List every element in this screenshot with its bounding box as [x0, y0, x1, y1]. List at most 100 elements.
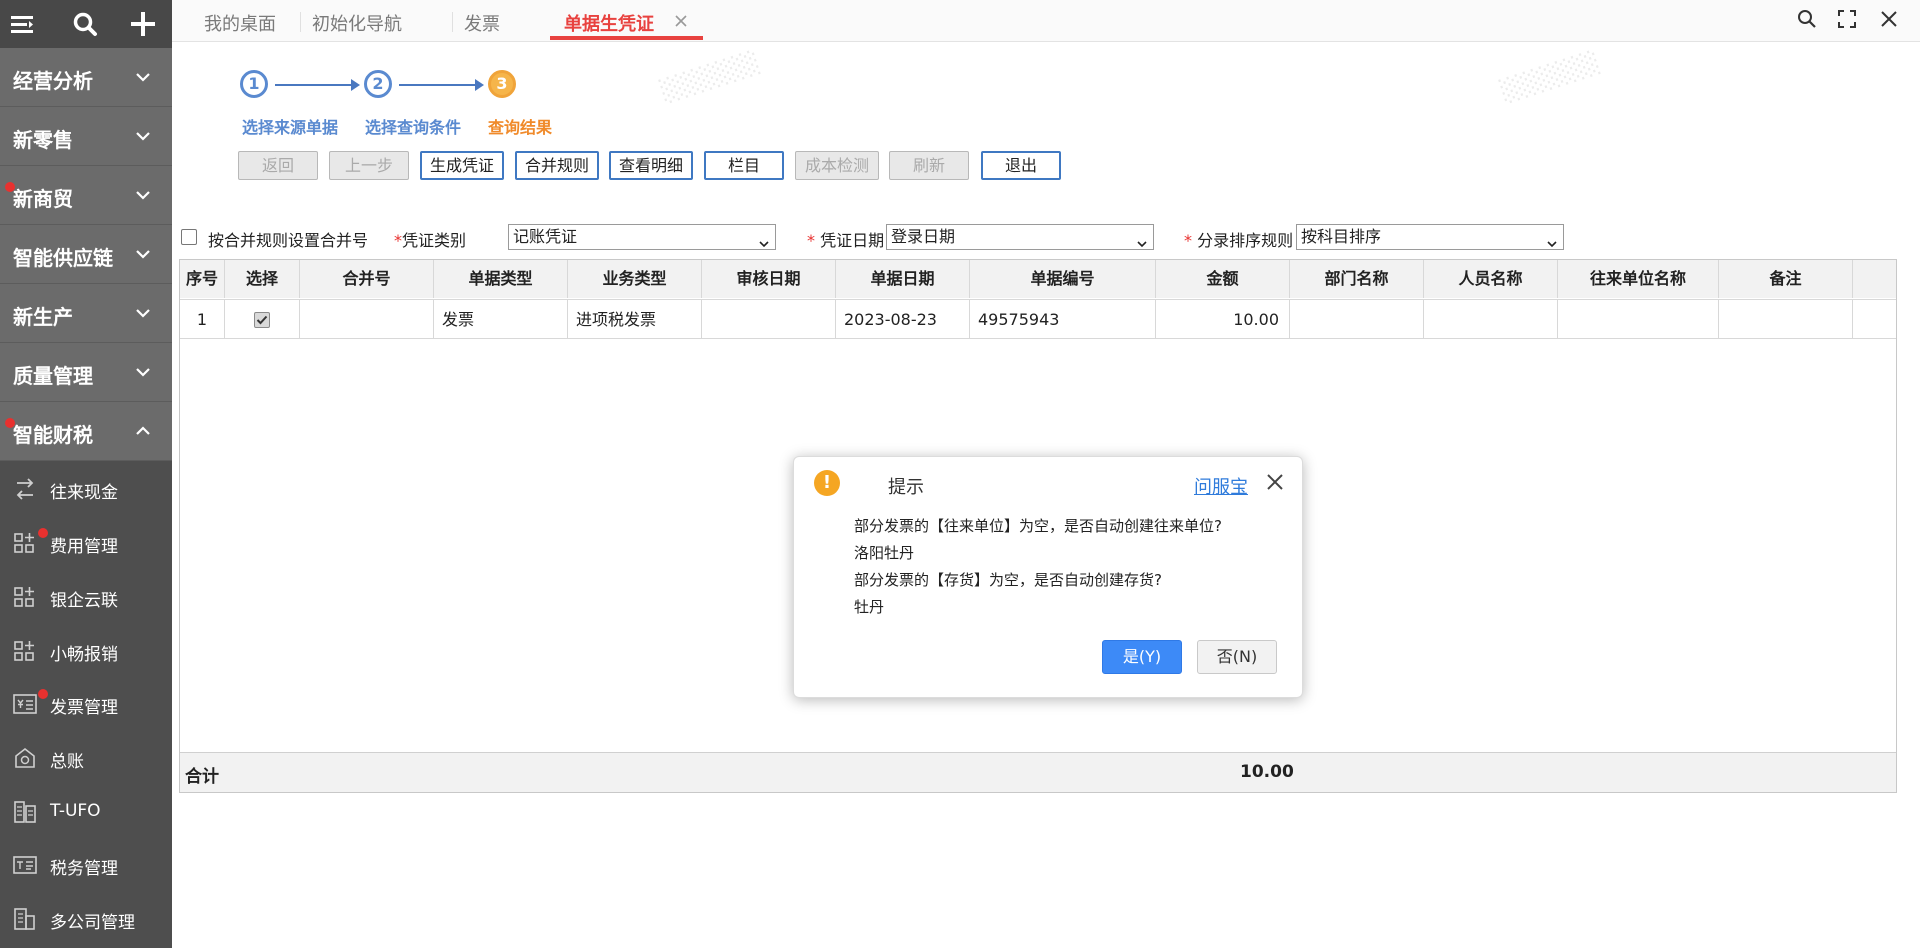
fullscreen-icon[interactable] [1836, 8, 1858, 34]
tab-bar: 我的桌面 初始化导航 发票 单据生凭证 [172, 0, 1920, 42]
col-header-merge-no: 合并号 [300, 260, 434, 298]
sort-rule-label: * 分录排序规则 [1184, 227, 1293, 251]
yes-button[interactable]: 是(Y) [1102, 640, 1182, 674]
dialog-line: 部分发票的【存货】为空，是否自动创建存货? [854, 571, 1162, 589]
help-link[interactable]: 问服宝 [1194, 477, 1248, 498]
sidebar-item-ledger[interactable]: 总账 [0, 731, 172, 785]
sidebar-item-cash[interactable]: 往来现金 [0, 462, 172, 516]
sidebar-item-invoice[interactable]: 发票管理 [0, 677, 172, 731]
col-header-doc-no: 单据编号 [970, 260, 1156, 298]
voucher-date-label: * 凭证日期 [807, 227, 884, 251]
voucher-date-value: 登录日期 [891, 227, 956, 246]
sort-rule-value: 按科目排序 [1301, 227, 1382, 246]
tax-icon [12, 853, 38, 877]
step-connector [275, 84, 352, 86]
close-icon[interactable] [1264, 471, 1286, 497]
cell-select [225, 299, 300, 339]
chevron-down-icon [133, 244, 153, 264]
merge-number-checkbox[interactable] [181, 229, 197, 245]
sidebar-category-supply-chain[interactable]: 智能供应链 [0, 225, 172, 284]
sidebar-category-production[interactable]: 新生产 [0, 284, 172, 343]
dialog-message: 部分发票的【往来单位】为空，是否自动创建往来单位? 洛阳牡丹 部分发票的【存货】… [854, 513, 1222, 621]
sidebar-category-quality[interactable]: 质量管理 [0, 343, 172, 402]
row-select-checkbox[interactable] [254, 312, 270, 328]
tab-desktop[interactable]: 我的桌面 [204, 14, 276, 35]
sort-rule-select[interactable]: 按科目排序 [1296, 224, 1564, 250]
footer-total-label: 合计 [185, 767, 219, 787]
cell-merge-no[interactable] [300, 299, 434, 339]
sidebar-item-bank[interactable]: 银企云联 [0, 570, 172, 624]
merge-number-label: 按合并规则设置合并号 [208, 231, 369, 250]
generate-voucher-button[interactable]: 生成凭证 [420, 151, 504, 180]
tab-init-nav[interactable]: 初始化导航 [312, 14, 402, 35]
sidebar-item-tufo[interactable]: T-UFO [0, 785, 172, 839]
menu-collapse-icon[interactable] [8, 9, 38, 39]
sidebar-category-retail[interactable]: 新零售 [0, 107, 172, 166]
voucher-date-select[interactable]: 登录日期 [886, 224, 1154, 250]
col-header-partner: 往来单位名称 [1558, 260, 1719, 298]
tab-divider [300, 12, 301, 32]
col-header-person: 人员名称 [1424, 260, 1558, 298]
chevron-down-icon [133, 126, 153, 146]
sidebar: 经营分析 新零售 新商贸 智能供应链 新生产 质量管理 智能财税 往来现金 费用… [0, 0, 172, 948]
voucher-type-label-text: 凭证类别 [402, 231, 467, 250]
no-button[interactable]: 否(N) [1197, 640, 1277, 674]
search-icon[interactable] [1796, 8, 1818, 34]
col-header-audit-date: 审核日期 [702, 260, 836, 298]
sidebar-category-finance-tax[interactable]: 智能财税 [0, 402, 172, 461]
sidebar-item-expense[interactable]: 费用管理 [0, 516, 172, 570]
sidebar-category-trade[interactable]: 新商贸 [0, 166, 172, 225]
step-arrow-icon [351, 79, 360, 91]
voucher-type-label: *凭证类别 [394, 227, 466, 251]
sidebar-category-label: 新零售 [13, 128, 73, 152]
sidebar-category-label: 新生产 [13, 305, 73, 329]
sidebar-category-label: 新商贸 [13, 187, 73, 211]
cost-check-button[interactable]: 成本检测 [795, 151, 879, 180]
sidebar-item-label: 总账 [50, 752, 84, 772]
search-icon[interactable] [70, 9, 100, 39]
watermark: ░░░░░░ [1498, 49, 1603, 106]
merge-rule-button[interactable]: 合并规则 [515, 151, 599, 180]
col-header-select: 选择 [225, 260, 300, 298]
tab-invoice[interactable]: 发票 [464, 14, 500, 35]
view-detail-button[interactable]: 查看明细 [609, 151, 693, 180]
sidebar-item-label: 银企云联 [50, 591, 118, 611]
prev-step-button[interactable]: 上一步 [329, 151, 409, 180]
active-tab-indicator [550, 36, 703, 40]
dialog-title: 提示 [888, 477, 924, 498]
columns-button[interactable]: 栏目 [704, 151, 784, 180]
step-3-circle: 3 [488, 70, 516, 98]
add-icon[interactable] [128, 9, 158, 39]
required-mark: * [394, 231, 402, 250]
notification-dot [38, 528, 48, 538]
table-footer-row: 合计 10.00 [180, 752, 1896, 792]
dialog-line: 牡丹 [854, 598, 885, 616]
close-icon[interactable] [1878, 8, 1900, 34]
voucher-type-select[interactable]: 记账凭证 [508, 224, 776, 250]
col-header-spacer [1853, 260, 1896, 298]
exit-button[interactable]: 退出 [981, 151, 1061, 180]
watermark: ░░░░░░ [658, 49, 763, 106]
tab-doc-to-voucher[interactable]: 单据生凭证 [564, 14, 654, 35]
sidebar-top-bar [0, 0, 172, 48]
sidebar-item-tax[interactable]: 税务管理 [0, 838, 172, 892]
chevron-down-icon [133, 185, 153, 205]
sidebar-item-reimburse[interactable]: 小畅报销 [0, 624, 172, 678]
sidebar-category-analysis[interactable]: 经营分析 [0, 48, 172, 107]
notification-dot [38, 689, 48, 699]
required-mark: * [807, 231, 815, 250]
footer-total-amount: 10.00 [1240, 762, 1294, 782]
cell-audit-date [702, 299, 836, 339]
voucher-type-value: 记账凭证 [513, 227, 578, 246]
back-button[interactable]: 返回 [238, 151, 318, 180]
sidebar-item-label: 多公司管理 [50, 913, 135, 933]
step-1-circle: 1 [240, 70, 268, 98]
dialog-line: 洛阳牡丹 [854, 544, 915, 562]
cell-doc-no: 49575943 [970, 299, 1156, 339]
cell-partner [1558, 299, 1719, 339]
exchange-icon [12, 477, 38, 501]
close-tab-icon[interactable] [672, 12, 690, 34]
refresh-button[interactable]: 刷新 [889, 151, 969, 180]
sidebar-item-multi-company[interactable]: 多公司管理 [0, 892, 172, 946]
step-2-circle: 2 [364, 70, 392, 98]
